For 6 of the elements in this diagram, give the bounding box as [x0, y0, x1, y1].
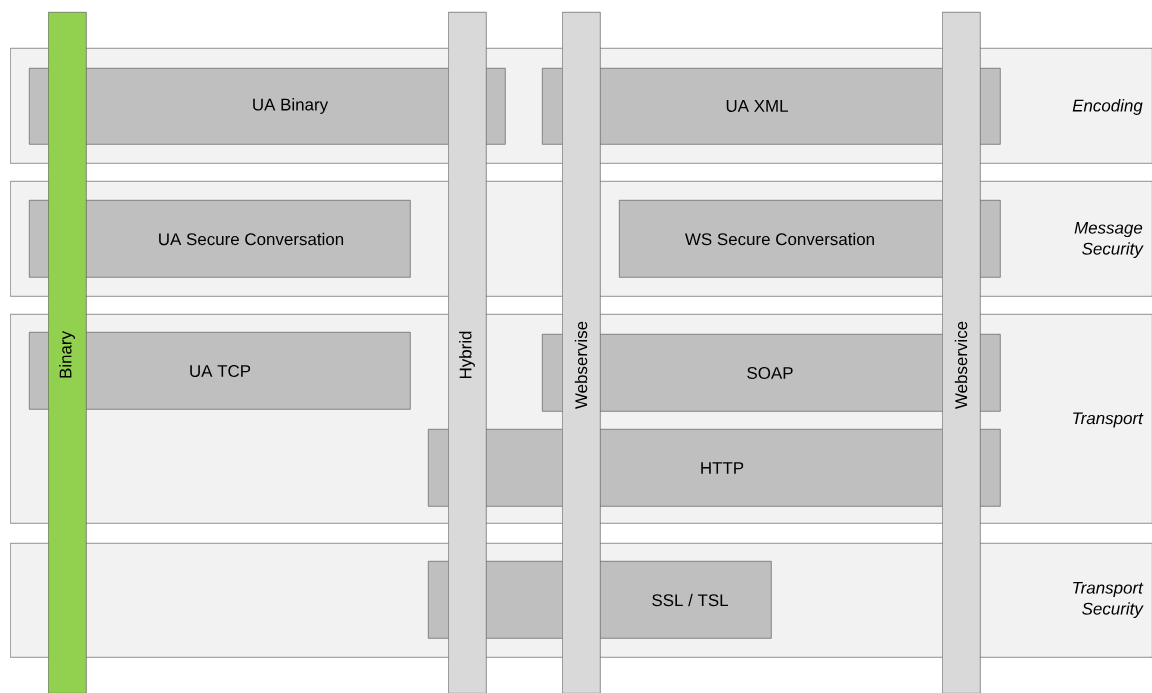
protocol-bar: Hybrid [448, 12, 487, 693]
protocol-bar: Webservise [562, 12, 601, 693]
protocol-bar: Binary [48, 12, 87, 693]
protocol-bar: Webservice [942, 12, 981, 693]
protocol-box: UA Secure Conversation [29, 200, 411, 278]
protocol-box: WS Secure Conversation [619, 200, 1001, 278]
